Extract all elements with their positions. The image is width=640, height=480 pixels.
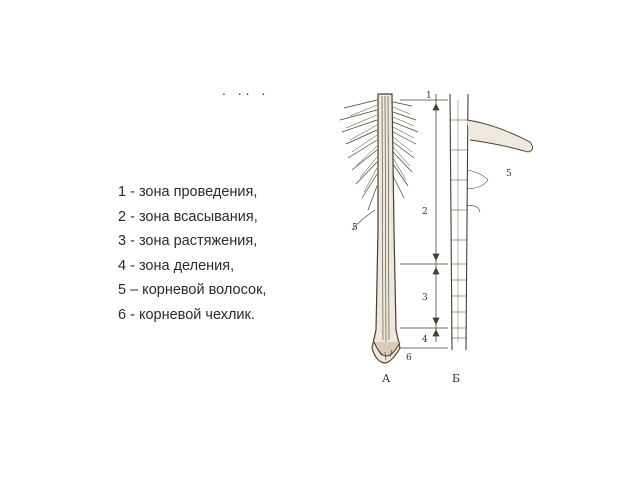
root-b-illustration — [449, 93, 533, 351]
zone-3-number: 3 — [422, 293, 428, 303]
root-a-illustration — [339, 93, 419, 364]
panel-b-label: Б — [452, 372, 460, 385]
zone-brackets — [400, 94, 448, 349]
legend-item-conduction-zone: 1 - зона проведения, — [118, 184, 258, 200]
header-dots: . .. . — [222, 82, 270, 98]
root-hair-label: 5 — [506, 169, 512, 179]
left-hair-label: 5 — [352, 223, 358, 233]
legend-item-absorption-zone: 2 - зона всасывания, — [118, 208, 258, 225]
root-structure-drawing: 1 2 3 4 5 5 6 А Б — [339, 91, 533, 385]
panel-a-label: А — [382, 372, 391, 385]
legend-list: 1 - зона проведения, 2 - зона всасывания… — [118, 180, 266, 328]
legend-item-elongation-zone: 3 - зона растяжения, — [118, 233, 258, 250]
zone-4-number: 4 — [422, 335, 428, 345]
legend-item-root-hair: 5 – корневой волосок, — [118, 282, 267, 299]
root-cap-label: 6 — [406, 353, 412, 363]
zone-1-number: 1 — [426, 91, 432, 101]
legend-item-root-cap: 6 - корневой чехлик. — [118, 306, 255, 323]
zone-2-number: 2 — [422, 207, 428, 217]
legend-item-division-zone: 4 - зона деления, — [118, 257, 235, 274]
